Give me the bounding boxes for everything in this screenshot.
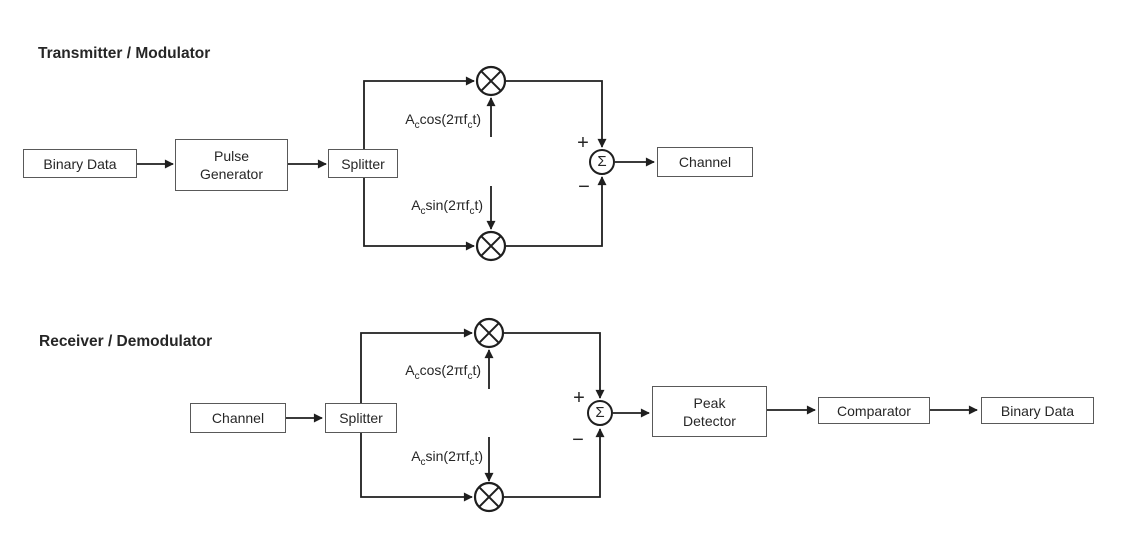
block-peak-detector: Peak Detector — [652, 386, 767, 437]
block-splitter-tx: Splitter — [328, 149, 398, 178]
receiver-title: Receiver / Demodulator — [39, 333, 213, 350]
carrier-amp: A — [411, 448, 421, 464]
wire-mult-top-to-summer-rx — [503, 332, 605, 399]
block-label: Splitter — [341, 155, 385, 172]
multiplier-icon-bottom-tx — [475, 230, 507, 262]
carrier-tail: t) — [472, 111, 481, 127]
block-label-line2: Detector — [683, 412, 736, 429]
block-channel-tx: Channel — [657, 147, 753, 177]
block-label: Binary Data — [43, 155, 117, 172]
carrier-amp-sub: c — [414, 370, 420, 382]
carrier-tail: t) — [474, 197, 483, 213]
carrier-body: sin(2πf — [425, 448, 470, 464]
block-label-line1: Pulse — [213, 148, 250, 164]
multiplier-icon-top-tx — [475, 65, 507, 97]
carrier-cos-label-rx: Accos(2πfct) — [351, 362, 481, 382]
carrier-amp-sub: c — [420, 205, 426, 217]
receiver-wires — [286, 328, 978, 502]
multiplier-icon-bottom-rx — [473, 481, 505, 513]
wire-splitter-to-mult-top-tx — [363, 76, 475, 149]
carrier-tail: t) — [474, 448, 483, 464]
wire-mult-bottom-to-summer-tx — [505, 176, 607, 247]
minus-sign-tx: − — [578, 176, 590, 198]
summer-node-rx: Σ — [587, 400, 613, 426]
summer-node-tx: Σ — [589, 149, 615, 175]
block-comparator: Comparator — [818, 397, 930, 424]
block-pulse-generator: Pulse Generator — [175, 139, 288, 191]
transmitter-wires — [137, 76, 655, 251]
block-binary-data-tx: Binary Data — [23, 149, 137, 178]
carrier-body: cos(2πf — [419, 362, 468, 378]
sigma-icon: Σ — [595, 404, 605, 421]
carrier-body: sin(2πf — [425, 197, 470, 213]
wire-mult-top-to-summer-tx — [505, 80, 607, 148]
multiplier-icon-top-rx — [473, 317, 505, 349]
block-binary-data-rx: Binary Data — [981, 397, 1094, 424]
block-label-line2: Generator — [199, 166, 264, 182]
wire-splitter-to-mult-bottom-rx — [360, 433, 473, 502]
carrier-tail: t) — [472, 362, 481, 378]
transmitter-title: Transmitter / Modulator — [38, 45, 211, 62]
carrier-amp-sub: c — [414, 119, 420, 131]
wire-splitter-to-mult-bottom-tx — [363, 178, 475, 251]
carrier-amp: A — [405, 111, 415, 127]
block-splitter-rx: Splitter — [325, 403, 397, 433]
carrier-body: cos(2πf — [419, 111, 468, 127]
carrier-cos-label-tx: Accos(2πfct) — [351, 111, 481, 131]
minus-sign-rx: − — [572, 429, 584, 451]
carrier-sin-label-tx: Acsin(2πfct) — [353, 197, 483, 217]
carrier-amp: A — [405, 362, 415, 378]
block-label: Channel — [211, 410, 265, 426]
carrier-freq-sub: c — [467, 119, 473, 131]
wire-mult-bottom-to-summer-rx — [503, 428, 605, 498]
carrier-freq-sub: c — [469, 205, 475, 217]
block-label: Channel — [678, 154, 732, 170]
plus-sign-rx: + — [573, 387, 585, 409]
plus-sign-tx: + — [577, 132, 589, 154]
carrier-freq-sub: c — [467, 370, 473, 382]
block-label: Comparator — [837, 402, 911, 419]
wire-splitter-to-mult-top-rx — [360, 328, 473, 403]
carrier-amp-sub: c — [420, 456, 426, 468]
carrier-amp: A — [411, 197, 421, 213]
carrier-freq-sub: c — [469, 456, 475, 468]
sigma-icon: Σ — [597, 153, 607, 170]
carrier-sin-label-rx: Acsin(2πfct) — [353, 448, 483, 468]
block-channel-rx: Channel — [190, 403, 286, 433]
block-label: Binary Data — [1000, 402, 1075, 419]
block-label-line1: Peak — [693, 394, 726, 411]
block-label: Splitter — [339, 410, 383, 426]
